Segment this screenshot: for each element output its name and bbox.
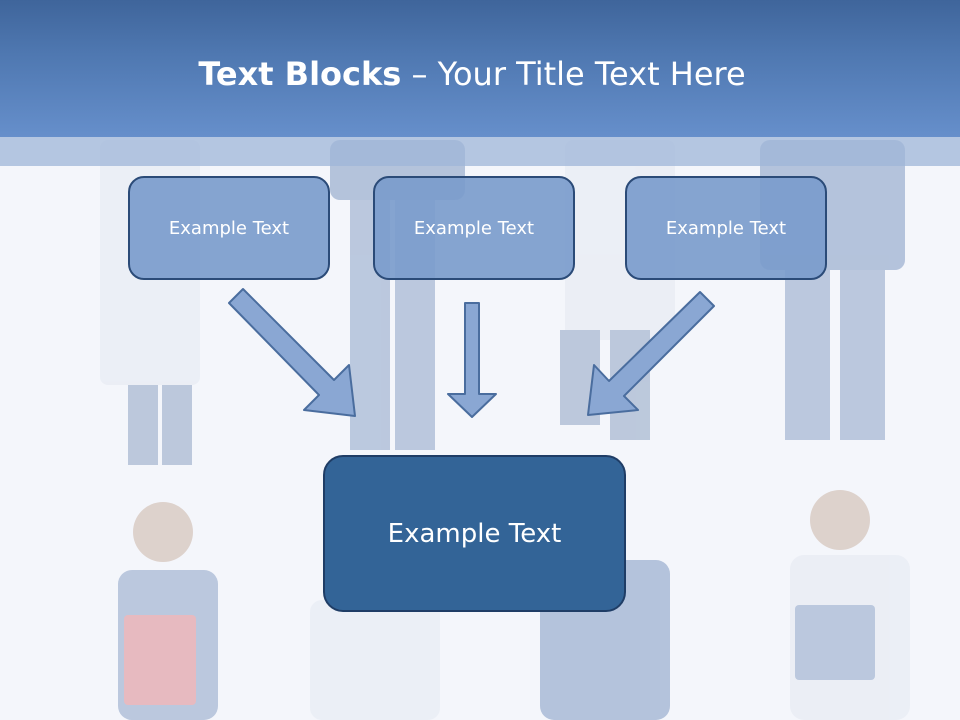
arrow-right xyxy=(587,291,715,416)
arrow-left xyxy=(228,288,356,417)
title-bold-part: Text Blocks xyxy=(198,55,402,93)
title-banner xyxy=(0,0,960,137)
text-block-3-label: Example Text xyxy=(665,217,787,239)
slide-title: Text Blocks – Your Title Text Here xyxy=(0,55,944,93)
title-dash: – xyxy=(401,55,438,93)
text-block-1-label: Example Text xyxy=(168,217,290,239)
title-rest: Your Title Text Here xyxy=(437,55,746,93)
text-block-3[interactable]: Example Text xyxy=(625,176,827,280)
text-block-1[interactable]: Example Text xyxy=(128,176,330,280)
title-banner-strip xyxy=(0,137,960,166)
arrow-center xyxy=(447,302,497,418)
text-block-2[interactable]: Example Text xyxy=(373,176,575,280)
text-block-2-label: Example Text xyxy=(413,217,535,239)
center-text-block-label: Example Text xyxy=(387,518,562,549)
center-text-block[interactable]: Example Text xyxy=(323,455,626,612)
